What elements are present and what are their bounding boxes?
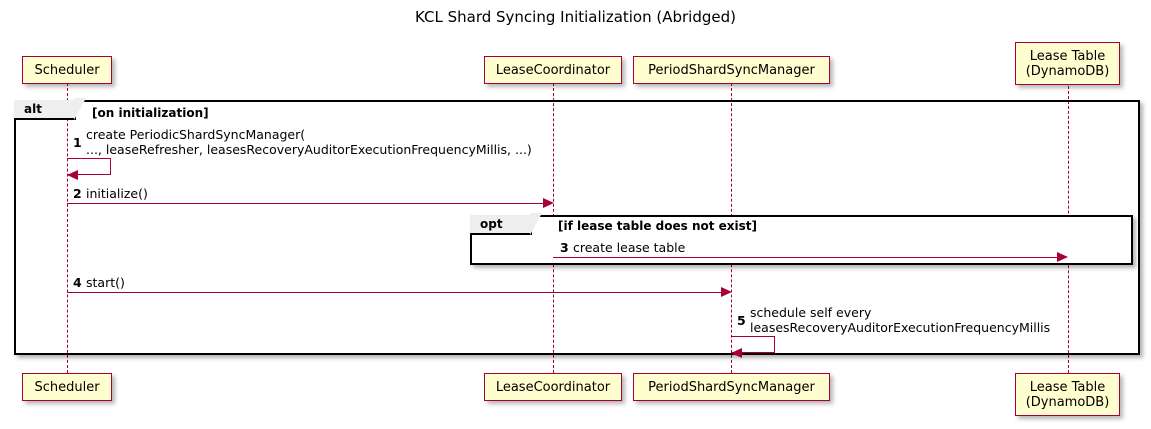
message-3-arrowhead (1057, 252, 1068, 262)
message-3-line (553, 257, 1058, 258)
lifeline-scheduler (67, 83, 68, 373)
fragment-alt-operator-text: alt (24, 102, 42, 116)
participant-lease-table-bottom[interactable]: Lease Table (DynamoDB) (1015, 373, 1120, 416)
message-2-line (67, 203, 544, 204)
fragment-opt-operator-label: opt (470, 213, 542, 235)
participant-lease-table-top[interactable]: Lease Table (DynamoDB) (1015, 42, 1120, 85)
message-2-arrowhead (543, 198, 554, 208)
message-3-label: create lease table (573, 240, 686, 255)
message-4-number: 4 (73, 275, 82, 290)
message-3-number: 3 (560, 240, 569, 255)
message-1-selfcall-loop (67, 158, 111, 175)
message-1-number: 1 (73, 135, 82, 150)
message-1-arrowhead (67, 170, 78, 180)
fragment-alt-guard: [on initialization] (92, 106, 209, 120)
message-5-label: schedule self every leasesRecoveryAudito… (750, 305, 1051, 335)
fragment-opt-background (472, 217, 1131, 263)
fragment-alt (14, 100, 1140, 355)
participant-lease-coordinator-top[interactable]: LeaseCoordinator (484, 56, 622, 84)
fragment-opt-operator-text: opt (480, 217, 503, 231)
message-4-line (67, 292, 722, 293)
fragment-opt-guard: [if lease table does not exist] (558, 219, 758, 233)
message-4-arrowhead (721, 287, 732, 297)
message-5-selfcall-loop (731, 336, 775, 353)
message-2-number: 2 (73, 186, 82, 201)
fragment-opt (470, 215, 1133, 265)
participant-period-shard-sync-manager-bottom[interactable]: PeriodShardSyncManager (633, 373, 830, 401)
message-1-label: create PeriodicShardSyncManager( ..., le… (86, 127, 532, 157)
participant-scheduler-bottom[interactable]: Scheduler (22, 373, 112, 401)
fragment-alt-operator-label: alt (14, 98, 86, 120)
message-5-arrowhead (731, 348, 742, 358)
message-2-label: initialize() (86, 186, 148, 201)
participant-scheduler-top[interactable]: Scheduler (22, 56, 112, 84)
message-5-number: 5 (737, 313, 746, 328)
participant-lease-coordinator-bottom[interactable]: LeaseCoordinator (484, 373, 622, 401)
participant-period-shard-sync-manager-top[interactable]: PeriodShardSyncManager (633, 56, 830, 84)
message-4-label: start() (86, 275, 125, 290)
page-title: KCL Shard Syncing Initialization (Abridg… (415, 8, 736, 26)
